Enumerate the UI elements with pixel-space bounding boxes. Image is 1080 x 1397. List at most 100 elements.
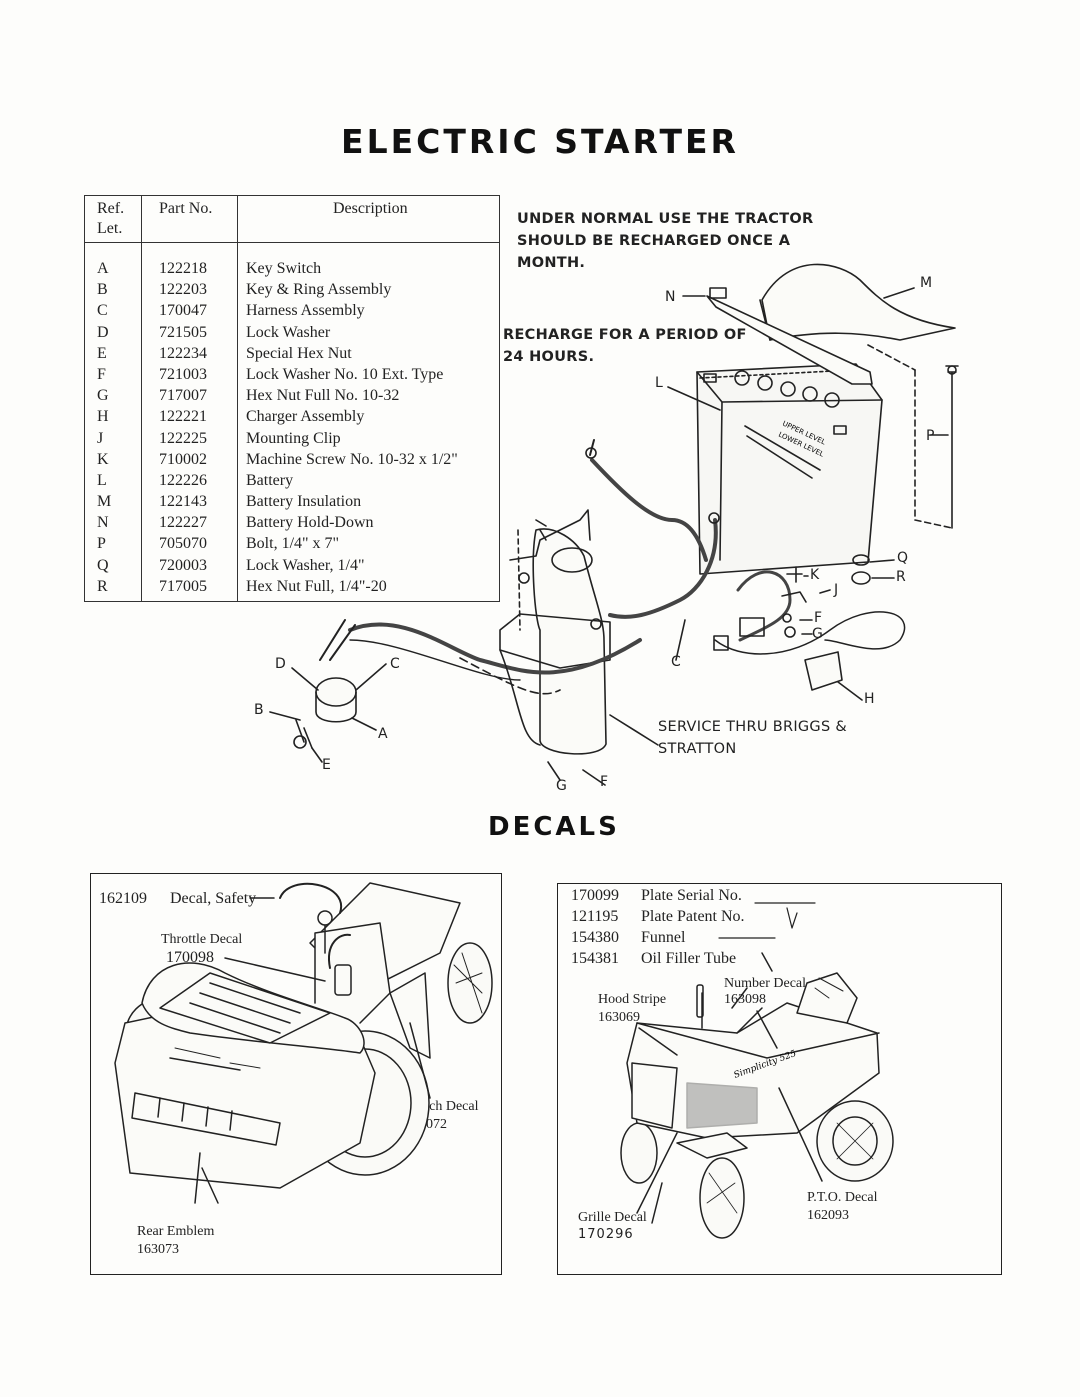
label-h: H bbox=[864, 691, 875, 707]
label-n: N bbox=[665, 289, 676, 305]
row-part-no: 721003 bbox=[159, 365, 207, 383]
row-ref: J bbox=[97, 429, 104, 447]
row-description: Battery bbox=[246, 471, 294, 489]
throttle-decal-part: 170098 bbox=[166, 949, 214, 966]
row-ref: H bbox=[97, 408, 109, 426]
label-c-left: C bbox=[390, 656, 400, 672]
row-description: Key & Ring Assembly bbox=[246, 281, 392, 299]
table-header bbox=[85, 196, 499, 243]
note-service: SERVICE THRU BRIGGS & STRATTON bbox=[658, 719, 847, 757]
row-ref: M bbox=[97, 493, 112, 511]
decal-description: Plate Patent No. bbox=[641, 908, 745, 925]
decal-part-number: 154380 bbox=[571, 929, 619, 946]
row-ref: C bbox=[97, 302, 108, 320]
label-g-bottom: G bbox=[556, 778, 567, 794]
table-row: B 122203 Key & Ring Assembly bbox=[85, 279, 499, 300]
table-row: P 705070 Bolt, 1/4" x 7" bbox=[85, 533, 499, 554]
decal-description: Plate Serial No. bbox=[641, 887, 742, 904]
row-part-no: 122143 bbox=[159, 493, 207, 511]
row-description: Mounting Clip bbox=[246, 429, 341, 447]
row-ref: D bbox=[97, 323, 109, 341]
header-part-no: Part No. bbox=[159, 200, 213, 217]
row-description: Machine Screw No. 10-32 x 1/2" bbox=[246, 450, 458, 468]
row-part-no: 122203 bbox=[159, 281, 207, 299]
row-part-no: 717005 bbox=[159, 577, 207, 595]
battery-illustration bbox=[696, 363, 883, 575]
row-part-no: 122234 bbox=[159, 344, 207, 362]
row-description: Hex Nut Full No. 10-32 bbox=[246, 387, 400, 405]
rear-emblem-label: Rear Emblem bbox=[137, 1224, 215, 1239]
hood-stripe-part: 163069 bbox=[598, 1010, 640, 1025]
label-r: R bbox=[896, 569, 906, 585]
starter-diagram: UPPER LEVEL LOWER LEVEL bbox=[269, 263, 959, 786]
column-divider bbox=[237, 196, 238, 601]
label-j: J bbox=[834, 582, 839, 598]
decal-description: Funnel bbox=[641, 929, 686, 946]
pto-decal-label: P.T.O. Decal bbox=[807, 1190, 878, 1205]
row-description: Battery Hold-Down bbox=[246, 514, 374, 532]
label-m: M bbox=[920, 275, 933, 291]
row-part-no: 122218 bbox=[159, 260, 207, 277]
label-b: B bbox=[254, 702, 264, 718]
row-description: Bolt, 1/4" x 7" bbox=[246, 535, 340, 553]
label-f-bottom: F bbox=[600, 774, 609, 790]
label-e: E bbox=[322, 757, 331, 773]
label-l: L bbox=[655, 375, 663, 391]
decal-part-number: 154381 bbox=[571, 950, 619, 967]
row-part-no: 170047 bbox=[159, 302, 207, 320]
decals-right-panel bbox=[557, 883, 1002, 1275]
row-part-no: 710002 bbox=[159, 450, 207, 468]
row-ref: G bbox=[97, 387, 109, 405]
row-ref: B bbox=[97, 281, 108, 299]
label-f-right: F bbox=[814, 610, 823, 626]
row-description: Lock Washer No. 10 Ext. Type bbox=[246, 365, 444, 383]
label-k: K bbox=[810, 567, 820, 583]
hood-stripe-label: Hood Stripe bbox=[598, 992, 667, 1007]
row-part-no: 122227 bbox=[159, 514, 207, 532]
row-ref: Q bbox=[97, 556, 109, 574]
decals-left-panel bbox=[90, 873, 502, 1275]
row-description: Lock Washer bbox=[246, 323, 331, 341]
row-description: Lock Washer, 1/4" bbox=[246, 556, 365, 574]
header-ref: Ref. Let. bbox=[97, 200, 125, 237]
grille-decal-part: 170296 bbox=[578, 1227, 634, 1242]
rear-emblem-part: 163073 bbox=[137, 1242, 179, 1257]
table-row: Q 720003 Lock Washer, 1/4" bbox=[85, 555, 499, 576]
label-g-right: G bbox=[812, 626, 823, 642]
row-part-no: 705070 bbox=[159, 535, 207, 553]
tractor-side-illustration: Simplicity 525 bbox=[620, 902, 894, 1239]
starter-motor bbox=[499, 509, 611, 755]
bolt bbox=[945, 365, 959, 529]
number-decal-part: 163098 bbox=[724, 992, 766, 1007]
number-decal-label: Number Decal bbox=[724, 976, 807, 991]
note-recharge-period: RECHARGE FOR A PERIOD OF 24 HOURS. bbox=[503, 327, 747, 365]
label-q: Q bbox=[897, 550, 909, 566]
table-row: M 122143 Battery Insulation bbox=[85, 491, 499, 512]
table-row: A 122218 Key Switch bbox=[85, 258, 499, 279]
safety-decal-desc: Decal, Safety bbox=[170, 890, 257, 907]
decal-description: Oil Filler Tube bbox=[641, 950, 737, 967]
row-description: Battery Insulation bbox=[246, 493, 362, 511]
row-ref: R bbox=[97, 577, 108, 595]
key-switch bbox=[293, 677, 357, 749]
decal-part-number: 121195 bbox=[571, 908, 619, 925]
section-title-decals: DECALS bbox=[488, 812, 620, 842]
row-part-no: 721505 bbox=[159, 323, 207, 341]
row-ref: A bbox=[97, 260, 109, 277]
row-part-no: 720003 bbox=[159, 556, 207, 574]
row-description: Key Switch bbox=[246, 260, 322, 277]
table-row: D 721505 Lock Washer bbox=[85, 322, 499, 343]
header-description: Description bbox=[333, 200, 408, 217]
safety-decal-part: 162109 bbox=[99, 890, 147, 907]
row-ref: P bbox=[97, 535, 106, 553]
